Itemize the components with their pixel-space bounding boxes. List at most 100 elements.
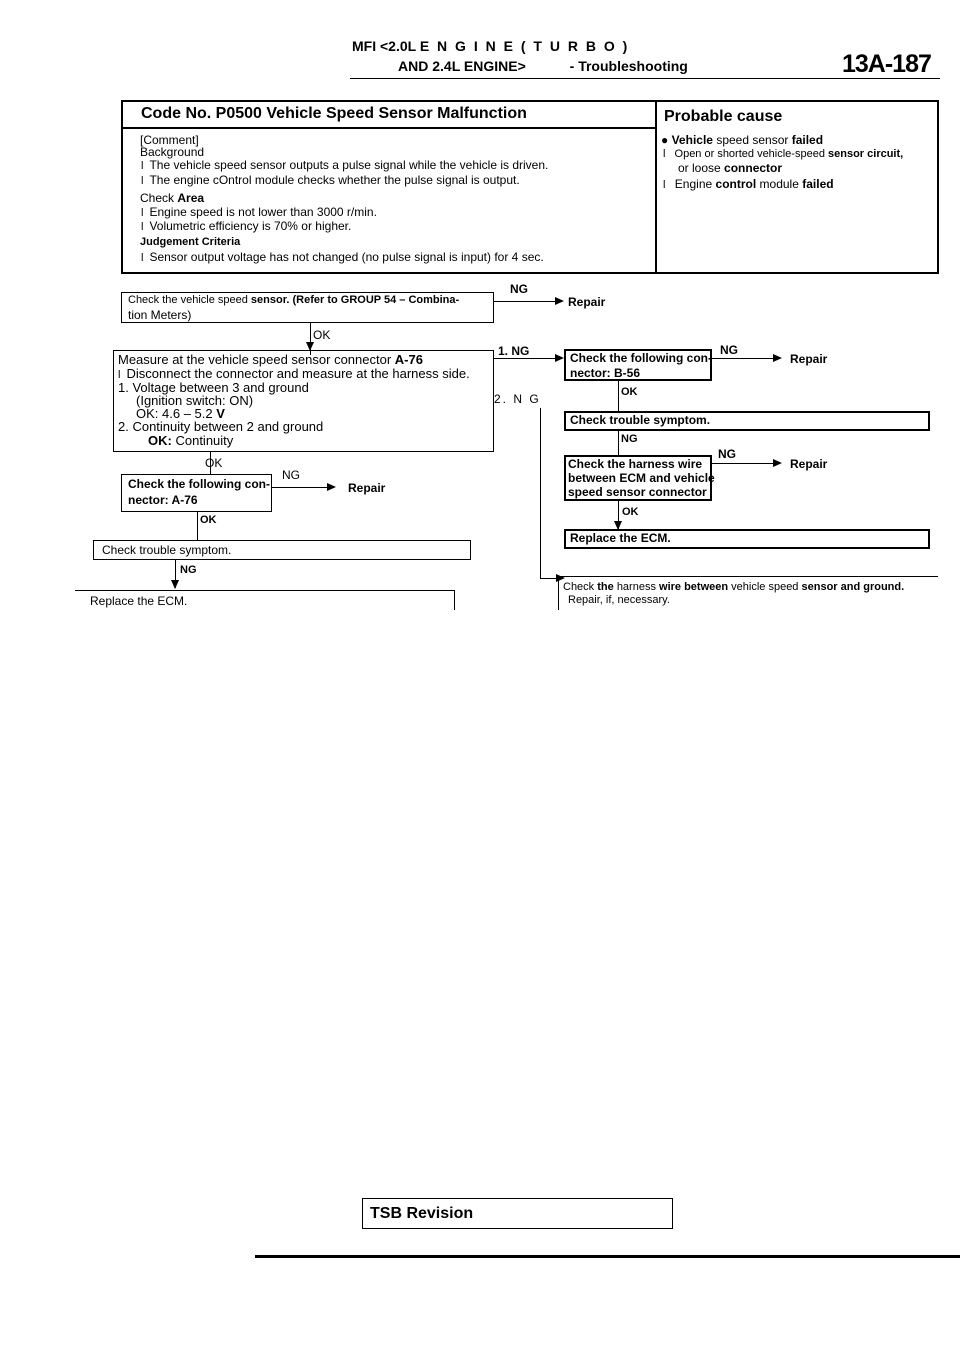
pc3-start: Engine (674, 177, 713, 191)
code-box-title-rule (121, 127, 656, 129)
check-area-item-2: Volumetric efficiency is 70% or higher. (141, 219, 351, 233)
footer-rule (255, 1255, 960, 1258)
check-connector-b56 (564, 349, 712, 381)
pc2-l1-tail: sensor circuit, (828, 148, 904, 160)
check-b56-line1: Check the following con- (570, 351, 713, 365)
replace-left-top-rule (75, 590, 455, 591)
header-and: AND (398, 58, 429, 74)
step1-repair: Repair (568, 295, 606, 309)
step1-ng-arrow (555, 297, 564, 305)
pc2-l2-tail: connector (724, 161, 783, 175)
harness-ok-line (618, 501, 619, 529)
two-ng-label: 2. N G (494, 392, 541, 406)
harness-ng-label: NG (718, 447, 736, 461)
step2-line2: Disconnect the connector and measure at … (118, 366, 469, 381)
probable-cause-item-2-line2: or loose connector (678, 161, 782, 175)
header-engine-size-2: 2.4L (432, 58, 460, 74)
pc2-l1: Open or shorted vehicle-speed (674, 148, 825, 160)
harness-repair: Repair (790, 457, 828, 471)
harness-line3: speed sensor connector (568, 485, 707, 499)
a76-ng-label: NG (282, 468, 300, 482)
check-harness-wire (564, 455, 712, 501)
harness-ok-arrow (614, 521, 622, 530)
step2-voltage: OK: 4.6 – 5.2 (136, 406, 213, 421)
a76-ng-arrow (327, 483, 336, 491)
step1-ng-label: NG (510, 282, 528, 296)
comment-label: [Comment] (140, 133, 199, 147)
a76-ok-label: OK (200, 514, 217, 526)
final-b: the (597, 581, 614, 593)
check-a76-line2: nector: A-76 (128, 493, 198, 507)
trouble-left-ng-line (175, 560, 176, 588)
step1-ok-label: OK (313, 328, 331, 342)
revision-label: Revision (406, 1205, 474, 1222)
step1-text: Check the vehicle speed (128, 294, 248, 306)
final-f: sensor and ground. (801, 581, 905, 593)
check-area-heading: Check Area (140, 191, 204, 205)
header-section: Troubleshooting (578, 58, 688, 74)
step1-bold: sensor. (Refer to GROUP 54 – Combina- (250, 294, 460, 306)
judgement-item-1: Sensor output voltage has not changed (n… (141, 250, 543, 264)
replace-ecm-left: Replace the ECM. (90, 594, 188, 608)
step2-line1: Measure at the vehicle speed sensor conn… (118, 352, 423, 367)
check-b56-line2: nector: B-56 (570, 366, 641, 380)
header-rule (350, 78, 940, 79)
code-box (121, 100, 939, 274)
harness-ok-label: OK (622, 506, 639, 518)
step1-line1: Check the vehicle speed sensor. (Refer t… (128, 294, 459, 306)
final-c: harness (616, 581, 656, 593)
code-value: P0500 (215, 105, 262, 122)
step1-ok-line (310, 323, 311, 355)
one-ng-line (494, 358, 556, 359)
step2-line5: OK: 4.6 – 5.2 V (136, 406, 225, 421)
a76-ok-line (197, 512, 198, 540)
pc1-bold: Vehicle (671, 133, 713, 147)
check-area-item-1: Engine speed is not lower than 3000 r/mi… (141, 205, 376, 219)
step2-l1-text: Measure at the vehicle speed sensor conn… (118, 352, 392, 367)
b56-ng-label: NG (720, 343, 738, 357)
pc2-l2: or loose (678, 161, 721, 175)
replace-ecm-right: Replace the ECM. (570, 531, 671, 545)
final-e: vehicle speed (731, 581, 799, 593)
a76-ng-line (272, 487, 328, 488)
code-title: Code No. P0500 Vehicle Speed Sensor Malf… (141, 105, 527, 123)
final-top-rule (558, 576, 938, 577)
two-ng-horizontal (540, 578, 558, 579)
trouble-left-ng-label: NG (180, 564, 197, 576)
b56-ok-line (618, 381, 619, 411)
pc3-tail: failed (802, 177, 834, 191)
step2-line4: (Ignition switch: ON) (136, 393, 254, 408)
header-engine-word: ENGINE> (463, 58, 526, 74)
final-line1: Check the harness wire between vehicle s… (563, 581, 904, 593)
probable-cause-item-2-line1: Open or shorted vehicle-speed sensor cir… (663, 148, 904, 160)
header-engine-size: <2.0L (380, 38, 416, 54)
replace-ecm-right-box (564, 529, 930, 549)
trouble-right-ng-line (618, 431, 619, 457)
harness-line2: between ECM and vehicle (568, 471, 715, 485)
header-line1: MFI <2.0L E N G I N E ( T U R B O ) (352, 38, 629, 54)
step2-ok-line (210, 452, 211, 474)
step2-line6: 2. Continuity between 2 and ground (118, 419, 324, 434)
step2-connector: A-76 (394, 352, 423, 367)
pc3-mid: control (715, 177, 757, 191)
step1-ok-arrow (306, 342, 314, 351)
probable-cause-title: Probable cause (664, 108, 783, 125)
two-ng-arrow (556, 574, 565, 582)
final-d: wire between (659, 581, 729, 593)
final-left-rule (558, 576, 559, 610)
header-dash: - (569, 58, 575, 74)
a76-repair: Repair (348, 481, 386, 495)
header-line2: AND 2.4L ENGINE> - Troubleshooting (398, 58, 688, 74)
b56-ng-arrow (773, 354, 782, 362)
step2-volt-unit: V (216, 406, 225, 421)
tsb-label: TSB (370, 1205, 402, 1222)
tsb-revision: TSB Revision (370, 1205, 473, 1223)
background-item-1: The vehicle speed sensor outputs a pulse… (141, 158, 548, 172)
step-check-speed-sensor (121, 292, 494, 323)
header-mfi: MFI (352, 38, 377, 54)
pc1-rest: speed sensor (716, 133, 789, 147)
background-label: Background (140, 145, 205, 159)
page-number: 13A-187 (842, 50, 932, 78)
check-area-word: Area (177, 191, 205, 205)
trouble-right-ng-label: NG (621, 433, 638, 445)
